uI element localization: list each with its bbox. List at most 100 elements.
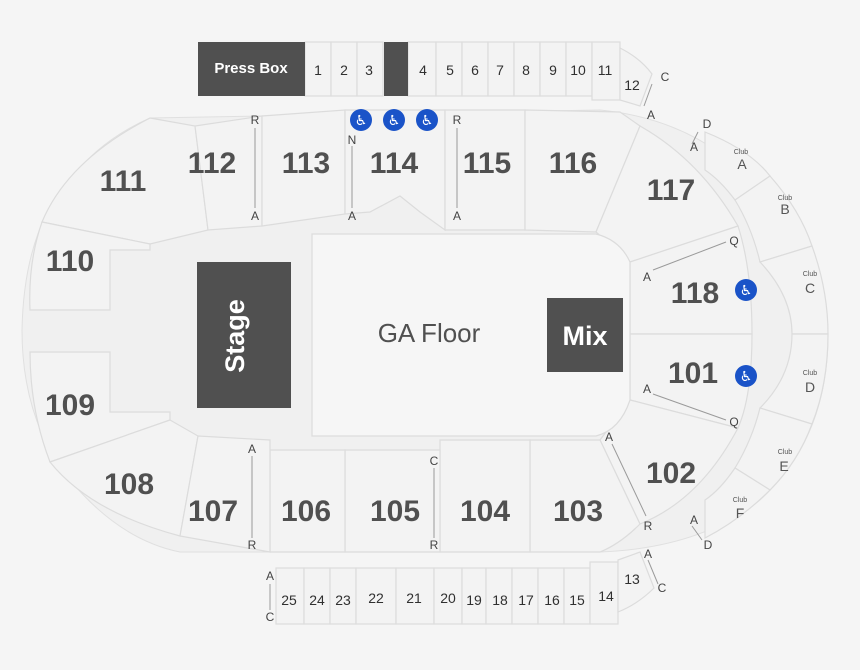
section-label-115: 115 — [463, 147, 511, 180]
section-label-103: 103 — [553, 495, 603, 528]
wheelchair-icon: ♿ — [735, 279, 757, 301]
section-label-113: 113 — [282, 147, 330, 180]
suite-box-9[interactable] — [539, 41, 567, 97]
suite-box-21[interactable] — [395, 567, 435, 625]
row-label-r-105: R — [430, 538, 439, 552]
ga-floor[interactable] — [311, 233, 631, 437]
box-label-25: 25 — [281, 592, 297, 608]
suite-box-4[interactable] — [407, 41, 437, 97]
suite-box-22[interactable] — [355, 567, 397, 625]
row-label-c-12: C — [661, 70, 670, 84]
row-label-c-25: C — [266, 610, 275, 624]
section-label-104: 104 — [460, 495, 510, 528]
suite-box-12[interactable] — [619, 47, 653, 107]
club-tag-e: Club — [778, 449, 793, 456]
suite-box-5[interactable] — [435, 41, 463, 97]
row-label-a-102: A — [605, 430, 613, 444]
wheelchair-icon: ♿ — [735, 365, 757, 387]
row-label-r-115: R — [453, 113, 462, 127]
suite-box-11[interactable] — [591, 41, 621, 101]
suite-row-top — [304, 41, 653, 107]
suite-box-2[interactable] — [330, 41, 358, 97]
club-letter-f: F — [736, 505, 745, 521]
club-letter-e: E — [779, 458, 788, 474]
row-label-r-112: R — [251, 113, 260, 127]
box-label-8: 8 — [522, 62, 530, 78]
section-label-106: 106 — [281, 495, 331, 528]
section-label-102: 102 — [646, 457, 696, 490]
suite-box-3[interactable] — [356, 41, 384, 97]
svg-text:♿: ♿ — [740, 283, 753, 299]
section-label-108: 108 — [104, 468, 154, 501]
club-box-f[interactable] — [704, 467, 771, 539]
stage — [197, 262, 291, 408]
section-label-111: 111 — [100, 165, 147, 198]
box-label-22: 22 — [368, 590, 384, 606]
wheelchair-icon: ♿ — [350, 109, 372, 131]
section-label-116: 116 — [549, 147, 597, 180]
suite-box-17[interactable] — [511, 567, 539, 625]
row-labels: R A N A R A C A D A Q A A Q A R A D A C … — [248, 70, 739, 624]
suite-box-7[interactable] — [487, 41, 515, 97]
box-label-23: 23 — [335, 592, 351, 608]
press-box — [198, 42, 305, 96]
section-label-109: 109 — [45, 389, 95, 422]
row-lines — [251, 83, 727, 610]
row-label-a-top: A — [690, 140, 698, 154]
box-label-10: 10 — [570, 62, 586, 78]
row-label-c-105: C — [430, 454, 439, 468]
section-label-112: 112 — [188, 147, 236, 180]
row-label-a-25: A — [266, 569, 274, 583]
box-label-19: 19 — [466, 592, 482, 608]
suite-box-8[interactable] — [513, 41, 541, 97]
suite-box-15[interactable] — [563, 567, 591, 625]
club-letter-b: B — [780, 201, 789, 217]
row-label-q-101: Q — [729, 415, 738, 429]
suite-box-6[interactable] — [461, 41, 489, 97]
svg-text:♿: ♿ — [355, 113, 368, 129]
box-label-21: 21 — [406, 590, 422, 606]
row-label-a-bottom: A — [690, 513, 698, 527]
mix-position — [547, 298, 623, 372]
wheelchair-icon: ♿ — [416, 109, 438, 131]
row-label-d-top: D — [703, 117, 712, 131]
section-107[interactable] — [179, 435, 271, 553]
suite-box-24[interactable] — [303, 567, 331, 625]
section-109[interactable] — [29, 351, 171, 463]
suite-box-19[interactable] — [461, 567, 487, 625]
box-label-6: 6 — [471, 62, 479, 78]
club-tag-f: Club — [733, 497, 748, 504]
wheelchair-icon: ♿ — [383, 109, 405, 131]
row-label-r-107: R — [248, 538, 257, 552]
section-110[interactable] — [29, 221, 151, 311]
svg-text:♿: ♿ — [740, 369, 753, 385]
suite-box-1[interactable] — [304, 41, 332, 97]
suite-box-13[interactable] — [617, 551, 655, 613]
svg-text:♿: ♿ — [421, 113, 434, 129]
suite-block-dark — [384, 42, 408, 96]
box-label-1: 1 — [314, 62, 322, 78]
row-label-a-115: A — [453, 209, 461, 223]
club-tag-a: Club — [734, 149, 749, 156]
row-label-a-101: A — [643, 382, 651, 396]
svg-text:♿: ♿ — [388, 113, 401, 129]
box-label-12: 12 — [624, 77, 640, 93]
suite-box-16[interactable] — [537, 567, 565, 625]
box-label-11: 11 — [598, 62, 613, 78]
box-label-4: 4 — [419, 62, 427, 78]
section-label-105: 105 — [370, 495, 420, 528]
row-label-a-114: A — [348, 209, 356, 223]
section-label-114: 114 — [370, 147, 419, 180]
section-label-118: 118 — [671, 277, 719, 310]
club-letter-d: D — [805, 379, 815, 395]
box-label-20: 20 — [440, 590, 456, 606]
suite-box-23[interactable] — [329, 567, 357, 625]
row-label-a-112: A — [251, 209, 259, 223]
mix-label: Mix — [562, 321, 607, 351]
row-label-a-13: A — [644, 547, 652, 561]
box-label-16: 16 — [544, 592, 560, 608]
suite-box-10[interactable] — [565, 41, 593, 97]
box-label-3: 3 — [365, 62, 373, 78]
box-label-2: 2 — [340, 62, 348, 78]
section-103[interactable] — [529, 439, 641, 553]
